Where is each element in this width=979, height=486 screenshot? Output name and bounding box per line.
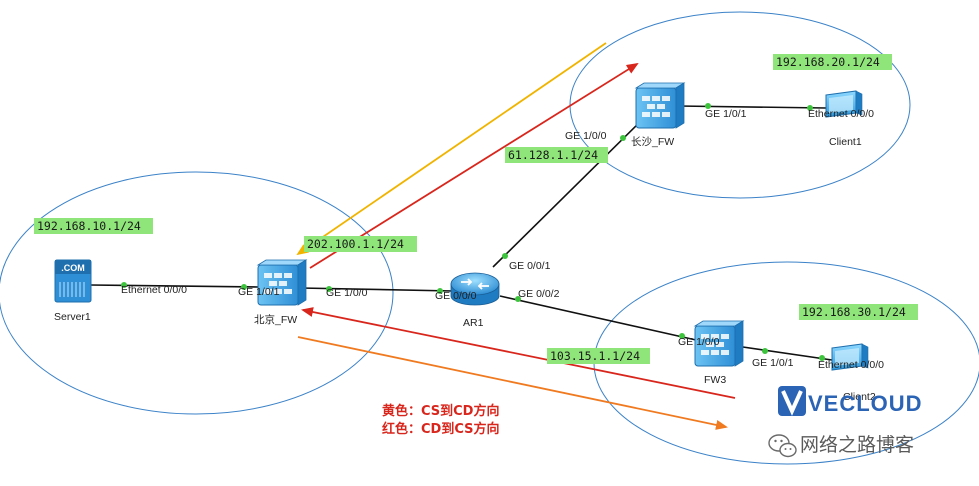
- account-watermark: 网络之路博客: [800, 434, 914, 456]
- link-beijing-ar1: [299, 287, 454, 292]
- vecloud-logo-icon: [778, 386, 806, 416]
- port-label-ar1-ge001: GE 0/0/1: [509, 260, 551, 272]
- port-label-client1-eth: Ethernet 0/0/0: [808, 108, 874, 120]
- ip-label-changsha-wan: 61.128.1.1/24: [508, 148, 598, 162]
- port-label-server1-eth: Ethernet 0/0/0: [121, 284, 187, 296]
- wechat-icon: [768, 434, 797, 458]
- yellow-arrow-cs-to-cd: [296, 42, 607, 256]
- device-label-client1: Client1: [829, 136, 862, 148]
- client-icon[interactable]: [831, 343, 869, 371]
- legend-red: 红色：CD到CS方向: [382, 421, 499, 437]
- device-label-fw3: FW3: [704, 374, 726, 386]
- orange-arrow-beijing-to-fw3: [297, 336, 728, 430]
- firewall-icon[interactable]: [634, 82, 686, 129]
- router-icon[interactable]: [450, 272, 500, 306]
- server-icon[interactable]: .COM: [54, 259, 92, 303]
- port-dots: [121, 103, 825, 361]
- ip-label-beijing-lan-bg: [34, 218, 153, 234]
- port-label-ar1-ge000: GE 0/0/0: [435, 290, 477, 302]
- port-label-bj-ge0: GE 1/0/0: [326, 287, 368, 299]
- server-badge: .COM: [61, 263, 85, 273]
- firewall-icon[interactable]: [693, 320, 745, 367]
- device-label-client2: Client2: [843, 391, 876, 403]
- red-arrow-fw3-to-beijing: [301, 307, 736, 399]
- port-label-fw3-ge0: GE 1/0/0: [678, 336, 720, 348]
- device-label-ar1: AR1: [463, 317, 484, 329]
- link-ar1-changsha: [492, 118, 644, 268]
- link-fw3-client2: [735, 345, 833, 361]
- ip-label-changsha-wan-bg: [505, 147, 608, 163]
- ip-label-beijing-wan: 202.100.1.1/24: [307, 237, 404, 251]
- port-label-cs-ge0: GE 1/0/0: [565, 130, 607, 142]
- port-label-client2-eth: Ethernet 0/0/0: [818, 359, 884, 371]
- port-label-bj-ge1: GE 1/0/1: [238, 286, 280, 298]
- firewall-icon[interactable]: [256, 259, 308, 306]
- red-arrow-beijing-to-changsha: [309, 62, 639, 269]
- ip-label-changsha-lan: 192.168.20.1/24: [776, 55, 880, 69]
- ip-label-fw3-wan-bg: [547, 348, 650, 364]
- ip-label-fw3-wan: 103.15.1.1/24: [550, 349, 640, 363]
- port-label-fw3-ge1: GE 1/0/1: [752, 357, 794, 369]
- port-label-cs-ge1: GE 1/0/1: [705, 108, 747, 120]
- device-label-beijing-fw: 北京_FW: [254, 313, 297, 326]
- device-label-changsha-fw: 长沙_FW: [631, 136, 674, 148]
- beijing-zone: [0, 171, 394, 415]
- link-changsha-client1: [677, 105, 827, 109]
- ip-label-fw3-lan-bg: [799, 304, 918, 320]
- ip-label-beijing-wan-bg: [304, 236, 417, 252]
- legend-yellow: 黄色：CS到CD方向: [382, 403, 499, 419]
- device-label-server1: Server1: [54, 311, 91, 323]
- port-label-ar1-ge002: GE 0/0/2: [518, 288, 560, 300]
- link-ar1-fw3: [499, 295, 697, 341]
- ip-label-beijing-lan: 192.168.10.1/24: [37, 219, 141, 233]
- link-server1-beijing: [89, 284, 259, 288]
- brand-watermark: VECLOUD: [808, 391, 923, 416]
- ip-label-fw3-lan: 192.168.30.1/24: [802, 305, 906, 319]
- ip-label-changsha-lan-bg: [773, 54, 892, 70]
- client-icon[interactable]: [825, 90, 863, 118]
